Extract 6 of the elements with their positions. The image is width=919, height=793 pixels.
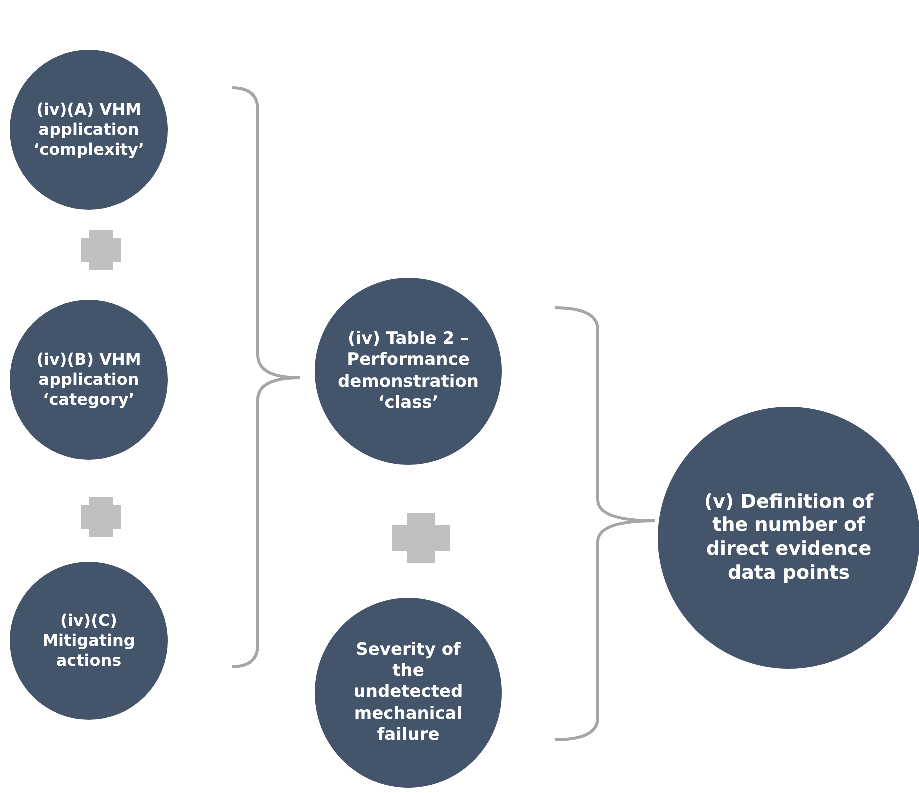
node-label: Severity of the undetected mechanical failure <box>352 640 464 746</box>
node-label: (v) Definition of the number of direct evidence data points <box>704 490 874 586</box>
node-label: (iv)(C) Mitigating actions <box>42 611 136 671</box>
node-label: (iv)(B) VHM application ‘category’ <box>36 350 142 410</box>
node-label: (iv)(A) VHM application ‘complexity’ <box>32 100 146 160</box>
node-label: (iv) Table 2 – Performance demonstration ‘class’ <box>336 329 480 414</box>
